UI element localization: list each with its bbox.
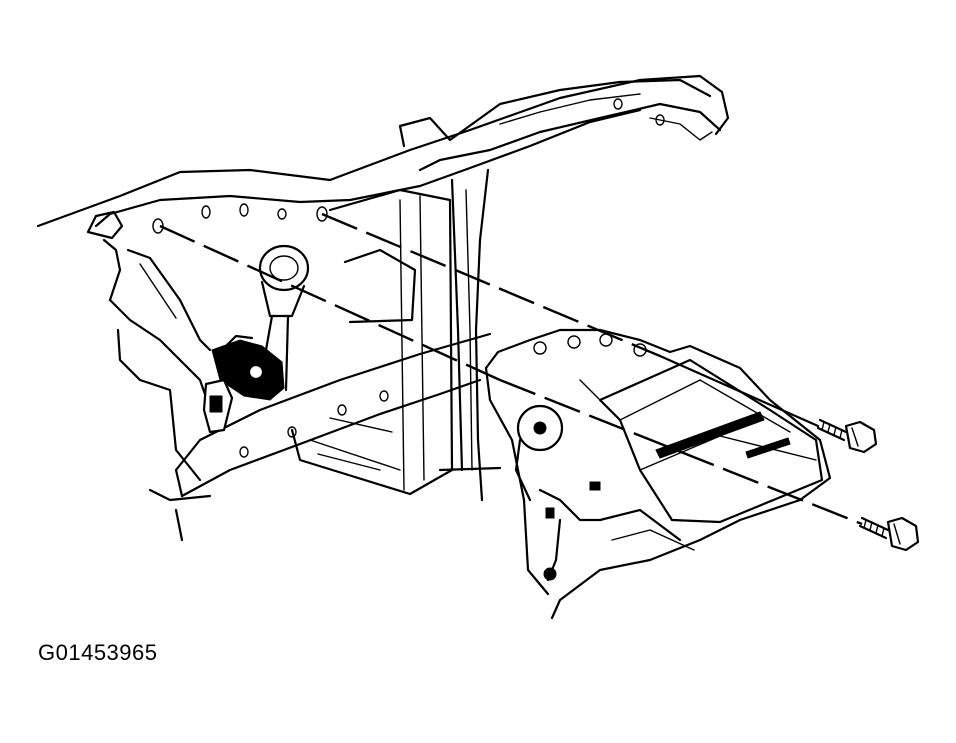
front-mounted-module bbox=[484, 328, 832, 620]
lower-rail bbox=[174, 332, 492, 498]
actuator-cluster bbox=[202, 334, 285, 434]
figure-id-label: G01453965 bbox=[38, 640, 158, 665]
vertical-pillar bbox=[438, 168, 502, 502]
rear-module-box bbox=[290, 188, 454, 496]
upper-bolt bbox=[816, 418, 878, 454]
lower-bolt bbox=[858, 516, 920, 552]
left-frame bbox=[108, 248, 216, 542]
canister-component bbox=[258, 244, 310, 392]
installation-guide-lines bbox=[159, 212, 863, 526]
upper-support-beam bbox=[36, 74, 730, 302]
